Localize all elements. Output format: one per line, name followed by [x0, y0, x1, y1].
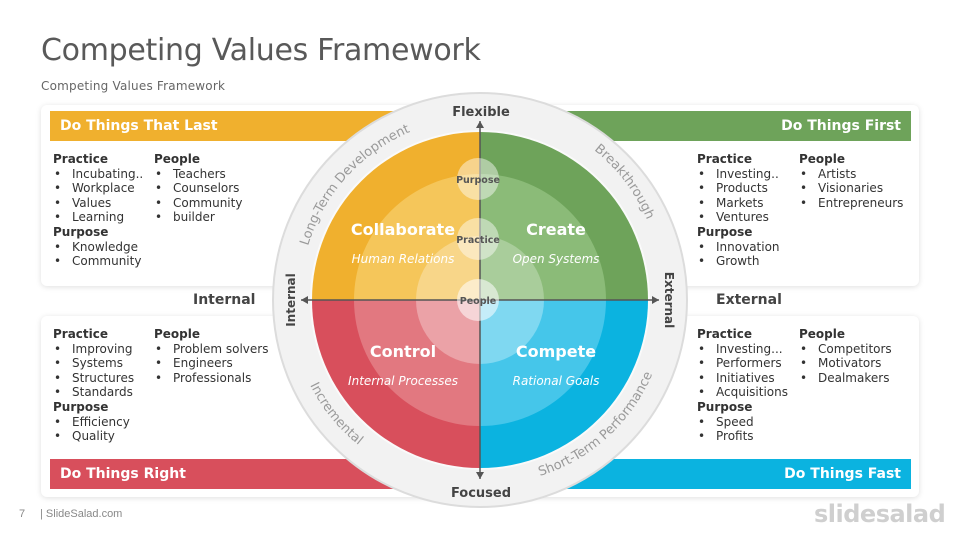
- control-sub: Internal Processes: [348, 374, 458, 388]
- list-item: Ventures: [698, 210, 780, 225]
- compete-sub: Rational Goals: [513, 374, 600, 388]
- page-number: 7: [19, 508, 26, 520]
- list-item: Teachers: [155, 167, 242, 182]
- bottom-right-col-2: PeopleCompetitorsMotivatorsDealmakers: [799, 327, 892, 385]
- bullet-list: ArtistsVisionariesEntrepreneurs: [799, 167, 903, 211]
- top-right-col-1: PracticeInvesting..ProductsMarketsVentur…: [697, 152, 780, 269]
- list-item: Community: [54, 254, 143, 269]
- group-heading: People: [154, 327, 201, 341]
- top-left-col-1: PracticeIncubating..WorkplaceValuesLearn…: [53, 152, 143, 269]
- bottom-right-col-1: PracticeInvesting...PerformersInitiative…: [697, 327, 788, 444]
- group-heading: Practice: [697, 327, 753, 341]
- list-item: Investing...: [698, 342, 788, 357]
- collaborate-sub: Human Relations: [352, 252, 455, 266]
- list-item: Problem solvers: [155, 342, 269, 357]
- collaborate-title: Collaborate: [351, 220, 455, 239]
- list-item: Visionaries: [800, 181, 903, 196]
- axis-external: External: [662, 272, 676, 328]
- circle-practice-label: Practice: [456, 235, 500, 246]
- internal-side-label: Internal: [193, 292, 256, 308]
- group-heading: People: [799, 152, 846, 166]
- create-title: Create: [526, 220, 586, 239]
- group-heading: Purpose: [697, 399, 753, 414]
- bullet-list: ImprovingSystemsStructuresStandards: [53, 342, 134, 400]
- list-item: Growth: [698, 254, 780, 269]
- group-heading: Practice: [697, 152, 753, 166]
- bullet-list: Incubating..WorkplaceValuesLearning: [53, 167, 143, 225]
- list-item: Efficiency: [54, 415, 134, 430]
- bottom-left-col-1: PracticeImprovingSystemsStructuresStanda…: [53, 327, 134, 444]
- axis-flexible: Flexible: [452, 105, 510, 120]
- bullet-list: TeachersCounselorsCommunitybuilder: [154, 167, 243, 225]
- list-item: Initiatives: [698, 371, 788, 386]
- list-item: Acquisitions: [698, 385, 788, 400]
- list-item: Investing..: [698, 167, 780, 182]
- list-item: Performers: [698, 356, 788, 371]
- axis-internal: Internal: [284, 273, 298, 327]
- bullet-list: Investing...PerformersInitiativesAcquisi…: [697, 342, 788, 400]
- bullet-list: InnovationGrowth: [697, 240, 780, 269]
- list-item: Systems: [54, 356, 134, 371]
- list-item: Counselors: [155, 181, 242, 196]
- bottom-left-col-2: PeopleProblem solversEngineersProfession…: [154, 327, 268, 385]
- circle-practice: [457, 218, 499, 260]
- list-item: Professionals: [155, 371, 268, 386]
- group-heading: People: [799, 327, 846, 341]
- circle-purpose: [457, 158, 499, 200]
- group-heading: Practice: [53, 327, 109, 341]
- circle-people-label: People: [460, 296, 496, 307]
- external-side-label: External: [716, 292, 782, 308]
- circle-purpose-label: Purpose: [456, 175, 500, 186]
- list-item: Innovation: [698, 240, 779, 255]
- bullet-list: KnowledgeCommunity: [53, 240, 143, 269]
- group-heading: Purpose: [53, 224, 109, 239]
- list-item: Profits: [698, 429, 788, 444]
- control-title: Control: [370, 342, 436, 361]
- group-heading: People: [154, 152, 201, 166]
- list-item: Markets: [698, 196, 780, 211]
- list-item: Artists: [800, 167, 903, 182]
- axis-focused: Focused: [451, 486, 511, 501]
- slide-subtitle: Competing Values Framework: [41, 79, 226, 93]
- brand-logo: slidesalad: [814, 500, 946, 528]
- bullet-list: SpeedProfits: [697, 415, 788, 444]
- list-item: Incubating..: [54, 167, 143, 182]
- create-sub: Open Systems: [513, 252, 600, 266]
- top-right-col-2: PeopleArtistsVisionariesEntrepreneurs: [799, 152, 903, 210]
- list-item: Knowledge: [54, 240, 143, 255]
- slide-title: Competing Values Framework: [41, 33, 481, 68]
- list-item: Entrepreneurs: [800, 196, 903, 211]
- list-item: Values: [54, 196, 143, 211]
- list-item: Learning: [54, 210, 143, 225]
- bullet-list: EfficiencyQuality: [53, 415, 134, 444]
- list-item: Quality: [54, 429, 134, 444]
- list-item: Competitors: [800, 342, 892, 357]
- list-item: Motivators: [800, 356, 892, 371]
- top-left-col-2: PeopleTeachersCounselorsCommunitybuilder: [154, 152, 242, 225]
- list-item: Dealmakers: [800, 371, 892, 386]
- list-item: Structures: [54, 371, 134, 386]
- list-item: Standards: [54, 385, 134, 400]
- group-heading: Purpose: [53, 399, 109, 414]
- group-heading: Practice: [53, 152, 109, 166]
- circle-people: [457, 279, 499, 321]
- list-item: Products: [698, 181, 780, 196]
- list-item: Improving: [54, 342, 134, 357]
- group-heading: Purpose: [697, 224, 753, 239]
- list-item: builder: [155, 210, 242, 225]
- compete-title: Compete: [516, 342, 596, 361]
- list-item: Engineers: [155, 356, 268, 371]
- footer-site: | SlideSalad.com: [40, 508, 123, 520]
- list-item: Speed: [698, 415, 788, 430]
- list-item: Workplace: [54, 181, 143, 196]
- list-item: Community: [155, 196, 243, 211]
- bullet-list: Problem solversEngineersProfessionals: [154, 342, 269, 386]
- bullet-list: CompetitorsMotivatorsDealmakers: [799, 342, 892, 386]
- bullet-list: Investing..ProductsMarketsVentures: [697, 167, 780, 225]
